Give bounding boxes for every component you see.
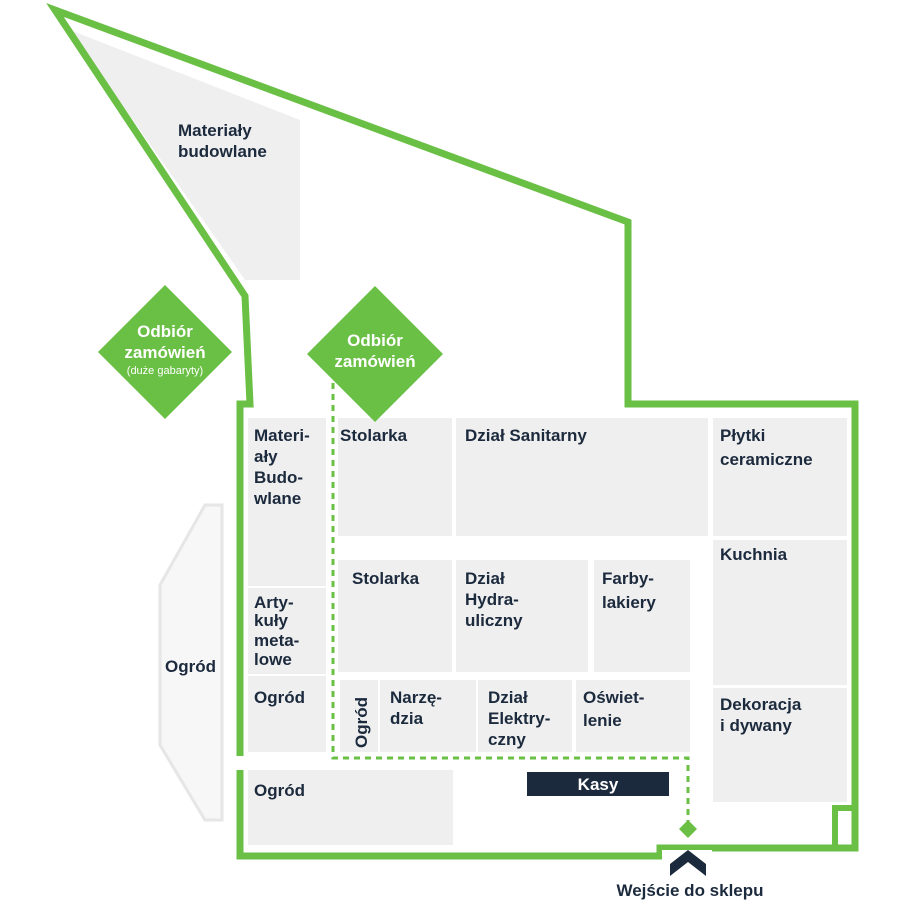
- label-ogrod-inner: Ogród: [254, 688, 305, 707]
- zone-ogrod-bottom[interactable]: [248, 770, 453, 845]
- zone-artykuly-metalowe[interactable]: [248, 588, 326, 674]
- label-oswietlenie: Oświet- lenie: [583, 688, 649, 730]
- chevron-up-icon[interactable]: [670, 850, 706, 876]
- label-artykuly-metalowe: Arty- kuły meta- lowe: [254, 593, 304, 669]
- pickup-outside-line-2: zamówień: [124, 343, 205, 362]
- label-dzial-sanitarny: Dział Sanitarny: [465, 426, 587, 445]
- pickup-outside-line-1: Odbiór: [137, 322, 193, 341]
- corridor-gap: [232, 756, 248, 770]
- zone-ogrod-vertical[interactable]: [340, 680, 378, 752]
- pickup-inside-line-1: Odbiór: [347, 331, 403, 350]
- label-materialy-budowlane-inner: Materi- ały Budo- wlane: [253, 426, 314, 508]
- pickup-inside-diamond[interactable]: [307, 286, 443, 422]
- label-dzial-hydrauliczny: Dział Hydra- uliczny: [465, 569, 524, 630]
- zone-stolarka-mid[interactable]: [338, 560, 452, 672]
- pickup-inside-line-2: zamówień: [334, 352, 415, 371]
- label-dzial-elektryczny: Dział Elektry- czny: [488, 688, 555, 749]
- zone-oswietlenie[interactable]: [576, 680, 690, 752]
- zone-dzial-sanitarny[interactable]: [456, 418, 708, 536]
- outside-garden-outline: [158, 503, 224, 822]
- label-ogrod-bottom: Ogród: [254, 781, 305, 800]
- label-materialy-budowlane-outer: Materiały budowlane: [178, 121, 267, 161]
- label-ogrod-vertical: Ogród: [352, 697, 371, 748]
- label-farby: Farby- lakiery: [602, 569, 659, 612]
- zone-stolarka-top[interactable]: [338, 418, 452, 536]
- wall-notch: [832, 805, 855, 848]
- building-wall: [46, 2, 859, 860]
- zone-narzedzia[interactable]: [380, 680, 476, 752]
- label-narzedzia: Narzę- dzia: [390, 688, 447, 728]
- entrance-label: Wejście do sklepu: [616, 881, 763, 900]
- checkout-bar: [527, 772, 669, 796]
- zone-farby[interactable]: [594, 560, 690, 672]
- zone-materialy-budowlane-inner[interactable]: [248, 418, 326, 586]
- label-ogrod-outside: Ogród: [165, 657, 216, 676]
- zone-dzial-elektryczny[interactable]: [478, 680, 572, 752]
- zone-materialy-budowlane-outer[interactable]: [70, 30, 300, 280]
- pickup-outside-diamond[interactable]: [98, 285, 232, 419]
- zone-dzial-hydrauliczny[interactable]: [456, 560, 588, 672]
- pickup-route: [331, 372, 690, 822]
- pickup-outside-note: (duże gabaryty): [127, 365, 203, 377]
- label-stolarka-top: Stolarka: [340, 426, 408, 445]
- label-plytki: Płytki ceramiczne: [720, 426, 813, 469]
- entrance-marker-icon: [679, 820, 697, 838]
- zone-plytki[interactable]: [713, 418, 847, 536]
- zone-dekoracja[interactable]: [713, 688, 847, 802]
- label-kuchnia: Kuchnia: [720, 545, 788, 564]
- label-stolarka-mid: Stolarka: [352, 569, 420, 588]
- label-dekoracja: Dekoracja i dywany: [720, 695, 806, 735]
- checkout-label: Kasy: [578, 775, 619, 794]
- zone-kuchnia[interactable]: [713, 540, 847, 685]
- zone-ogrod-inner[interactable]: [248, 676, 326, 752]
